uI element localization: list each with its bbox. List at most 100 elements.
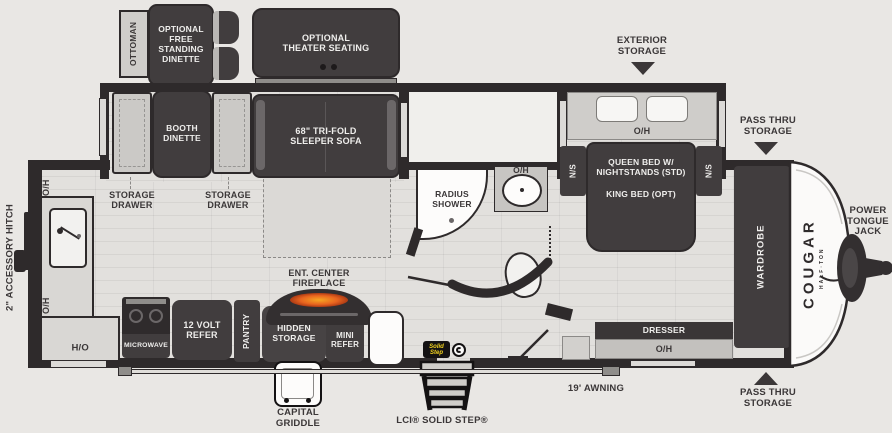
awning-label: 19' AWNING: [567, 383, 625, 394]
solid-step-badge-text: Solid Step: [429, 343, 444, 356]
leader-line: [228, 177, 229, 189]
awning-bar: [118, 369, 618, 374]
dresser-overhead: O/H: [595, 339, 733, 359]
power-tongue-jack-label: POWER TONGUE JACK: [847, 205, 889, 238]
lci-logo-icon: [452, 343, 466, 357]
bath-faucet: [520, 188, 524, 192]
pantry: PANTRY: [234, 300, 260, 362]
sink-drain: [77, 234, 81, 238]
pass-thru-bottom-arrow-icon: [754, 372, 778, 385]
entry-steps: [419, 360, 475, 411]
exterior-storage-arrow-icon: [631, 62, 655, 75]
slide-footprint-dashed: [263, 174, 391, 258]
power-tongue-jack-graphic: [837, 234, 892, 302]
dinette-chair: [213, 47, 239, 80]
top-left-wall: [28, 160, 110, 170]
capital-griddle: [274, 361, 322, 407]
entry-door-swing: [508, 329, 549, 366]
window: [718, 100, 726, 148]
rear-bumper: [24, 212, 33, 270]
exterior-storage-label: EXTERIOR STORAGE: [616, 35, 668, 57]
bench-storage-dashed: [119, 99, 145, 167]
slide-top-wall: [100, 83, 726, 92]
window: [99, 98, 107, 156]
dresser-oh-label: O/H: [655, 343, 673, 354]
griddle-knob: [306, 398, 311, 403]
kitchen-sink: [49, 208, 87, 268]
wardrobe-label: WARDROBE: [755, 224, 767, 290]
bath-bump-floor: [406, 88, 562, 168]
capital-griddle-label: CAPITAL GRIDDLE: [275, 407, 321, 429]
queen-bed-label: QUEEN BED W/ NIGHTSTANDS (STD): [596, 157, 686, 177]
pocket-door-dotted: [549, 226, 551, 260]
entry-door-panel: [368, 311, 404, 366]
pillow: [596, 96, 638, 122]
griddle-knob: [284, 398, 289, 403]
mini-refer: MINI REFER: [326, 318, 364, 362]
bath-oh-label: O/H: [513, 165, 529, 176]
leader-line: [130, 177, 131, 189]
solid-step-badge: Solid Step: [423, 341, 450, 358]
pass-thru-top-arrow-icon: [754, 142, 778, 155]
rear-hitch-receiver: [14, 250, 26, 272]
ottoman-label: OTTOMAN: [128, 21, 139, 67]
free-standing-dinette-label: OPTIONAL FREE STANDING DINETTE: [158, 24, 204, 64]
shower-drain: [449, 218, 454, 223]
ent-center-label: ENT. CENTER FIREPLACE: [288, 268, 350, 289]
range-cooktop: [122, 297, 170, 334]
sofa-seam: [325, 102, 326, 172]
lower-counter: [42, 316, 120, 360]
faucet-base: [57, 228, 63, 234]
fireplace-shelf: [280, 313, 358, 316]
window: [50, 360, 107, 368]
queen-bed: QUEEN BED W/ NIGHTSTANDS (STD) KING BED …: [586, 142, 696, 252]
lci-logo-swirl: [456, 347, 462, 353]
dresser-label: DRESSER: [642, 324, 686, 335]
dresser: DRESSER: [595, 322, 733, 339]
pillow: [646, 96, 688, 122]
window: [400, 102, 408, 158]
microwave-label: MICROWAVE: [124, 342, 168, 350]
ottoman: OTTOMAN: [119, 10, 149, 78]
optional-free-standing-dinette: OPTIONAL FREE STANDING DINETTE: [148, 4, 214, 86]
booth-dinette-label: BOOTH DINETTE: [163, 123, 201, 143]
twelve-volt-refer-label: 12 VOLT REFER: [183, 319, 221, 340]
pantry-label: PANTRY: [241, 313, 252, 349]
sofa-armrest: [256, 100, 265, 170]
bottom-wall-left: [38, 358, 437, 368]
cupholder: [320, 64, 326, 70]
dinette-bench: [112, 92, 152, 174]
bench-storage-dashed: [219, 99, 245, 167]
pass-thru-bottom-label: PASS THRU STORAGE: [740, 387, 796, 409]
dinette-bench: [212, 92, 252, 174]
king-bed-label: KING BED (OPT): [606, 188, 676, 199]
theater-seating-label: OPTIONAL THEATER SEATING: [282, 32, 370, 53]
dinette-chair: [213, 11, 239, 44]
bed-overhead-cabinet: [567, 92, 717, 140]
twelve-volt-refer: 12 VOLT REFER: [172, 300, 232, 360]
faucet-arm: [60, 226, 80, 240]
nightstand-right-label: N/S: [704, 164, 714, 178]
optional-theater-seating: OPTIONAL THEATER SEATING: [252, 8, 400, 78]
fireplace-flames: [290, 293, 348, 307]
brand-sub-logo: HALF·TON: [817, 240, 827, 296]
radius-shower-label: RADIUS SHOWER: [432, 189, 472, 209]
burner: [129, 309, 143, 323]
window: [559, 100, 567, 148]
burner: [149, 309, 163, 323]
sofa-armrest: [387, 100, 396, 170]
solid-step-label: LCI® SOLID STEP®: [396, 415, 488, 426]
wardrobe: WARDROBE: [734, 166, 790, 348]
awning-end-cap: [118, 366, 132, 376]
booth-dinette-table: BOOTH DINETTE: [152, 90, 212, 178]
cupholder: [331, 64, 337, 70]
pass-thru-top-label: PASS THRU STORAGE: [740, 115, 796, 137]
nightstand-left: N/S: [560, 146, 586, 196]
bottom-wall-right: [470, 358, 788, 368]
bed-oh-label: O/H: [633, 125, 651, 136]
bath-door-swing: [407, 275, 481, 293]
nightstand-right: N/S: [696, 146, 722, 196]
brand-sub-text: HALF·TON: [819, 247, 825, 289]
rear-oh-top-label: O/H: [40, 179, 51, 197]
